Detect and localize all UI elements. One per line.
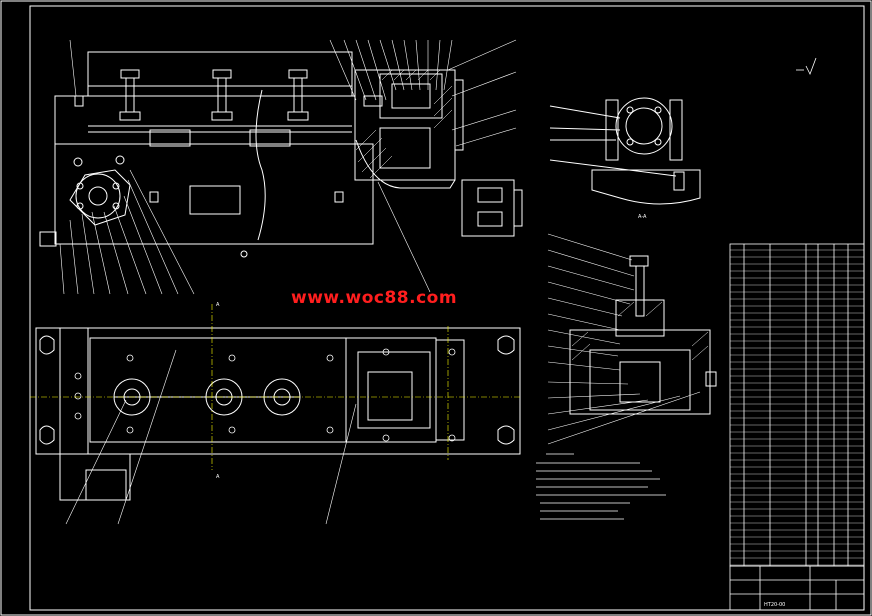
- housing-hatch: [355, 69, 453, 179]
- section-a-a-label: A-A: [638, 214, 647, 220]
- technical-notes: [536, 453, 666, 520]
- partial-section: [569, 255, 717, 415]
- plan-leader-lines: [65, 349, 357, 525]
- leader-lines-front: [59, 39, 517, 295]
- inner-border: [29, 5, 865, 611]
- drawing-number: HT20-00: [764, 602, 785, 608]
- parts-list-rows: [730, 249, 864, 566]
- parts-list: [729, 243, 865, 567]
- partial-section-hatch: [571, 301, 709, 361]
- partial-leader-lines: [547, 233, 701, 445]
- center-lines: [30, 304, 520, 470]
- svg-text:A: A: [216, 302, 220, 308]
- title-block: [729, 565, 865, 611]
- watermark: www.woc88.com: [291, 288, 458, 308]
- roughness-symbol: [796, 57, 817, 75]
- front-view: [39, 51, 523, 258]
- clamp-stud-1: [119, 69, 141, 121]
- clamp-stud-2: [211, 69, 233, 121]
- plan-view: [35, 327, 521, 501]
- view-markers: A A: [216, 302, 220, 480]
- plan-view-holes: [74, 348, 456, 442]
- clamp-stud-3: [287, 69, 309, 121]
- section-a-a: [549, 97, 701, 205]
- svg-text:A: A: [216, 474, 220, 480]
